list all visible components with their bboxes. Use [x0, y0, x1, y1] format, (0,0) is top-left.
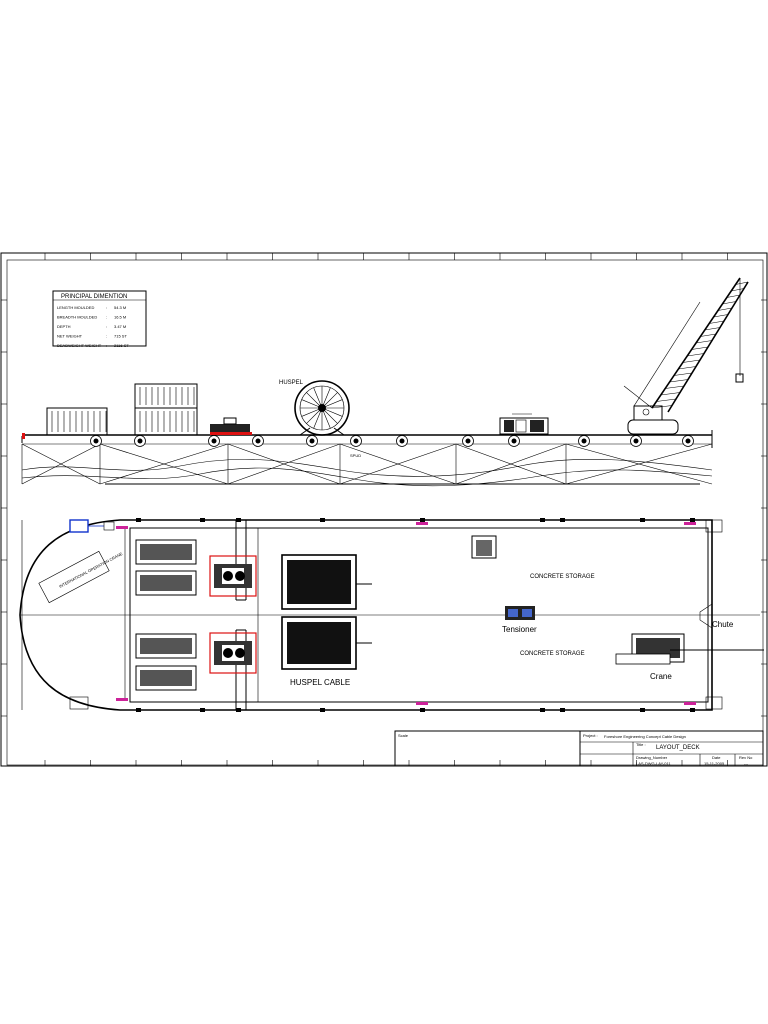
- edge-fitting: [640, 518, 645, 522]
- rail-tag: [416, 522, 428, 525]
- edge-fitting: [136, 708, 141, 712]
- principal-dimensions-title: PRINCIPAL DIMENTION: [61, 294, 127, 300]
- edge-fitting: [540, 708, 545, 712]
- revision-label: Rev No: [739, 755, 753, 760]
- pd-row-colon: :: [106, 324, 107, 329]
- edge-fitting: [236, 708, 241, 712]
- huspel-cable-label: HUSPEL CABLE: [290, 678, 350, 687]
- project-value: Foreshore Engineering Concept Cable Desi…: [604, 734, 686, 739]
- revision-value: ---: [744, 761, 749, 766]
- plan-chute: Chute: [699, 603, 734, 629]
- huspel-reel-plan-bottom: [281, 616, 372, 670]
- scale-label: Scale: [398, 733, 409, 738]
- bow-crane-label: INTERNATIONAL OPERATION CRANE: [58, 551, 123, 589]
- pd-row-label: LENGTH MOULDED: [57, 305, 94, 310]
- crawler-crane: [623, 277, 749, 435]
- pd-row-label: DEADWEIGHT WEIGHT: [57, 343, 102, 348]
- edge-fitting: [640, 708, 645, 712]
- date-label: Date: [712, 755, 721, 760]
- bollard-stern-bottom: [705, 696, 723, 710]
- plan-winch-bottom: [209, 632, 257, 674]
- edge-fitting: [236, 518, 241, 522]
- chute-label: Chute: [712, 620, 734, 629]
- drawing-number-label: Drawing_Number: [636, 755, 668, 760]
- pd-row-label: DEPTH: [57, 324, 71, 329]
- concrete-storage-label-2: CONCRETE STORAGE: [520, 651, 585, 657]
- pd-row-label: NET WEIGHT: [57, 334, 83, 339]
- huspel-label: HUSPEL: [279, 380, 304, 386]
- plan-containers: [135, 539, 197, 691]
- title-label: Title :: [636, 742, 646, 747]
- huspel-reel-plan-top: [281, 554, 372, 610]
- edge-fitting: [320, 518, 325, 522]
- date-value: 15-11-2005: [704, 761, 725, 766]
- rail-tag: [684, 702, 696, 705]
- profile-view: PRINCIPAL DIMENTION LENGTH MOULDED: 54.3 …: [21, 277, 749, 487]
- plan-tensioner: Tensioner: [502, 606, 537, 634]
- profile-deckhouse: [499, 413, 549, 435]
- pd-row-colon: :: [106, 343, 107, 348]
- pd-row-value: 2116 ST: [114, 343, 129, 348]
- concrete-storage-label-1: CONCRETE STORAGE: [530, 574, 595, 580]
- plan-crane: Crane: [615, 633, 764, 681]
- profile-container-left: [46, 407, 108, 436]
- edge-fitting: [420, 708, 425, 712]
- edge-fitting: [690, 518, 695, 522]
- rail-tag: [684, 522, 696, 525]
- drawing-frame: [0, 252, 768, 767]
- plan-winch-top: [209, 555, 257, 597]
- edge-fitting: [690, 708, 695, 712]
- pd-row-value: 3.47 M: [114, 324, 126, 329]
- pd-row-colon: :: [106, 334, 107, 339]
- plan-view: INTERNATIONAL OPERATION CRANE: [19, 518, 764, 712]
- hull-profile: [21, 430, 713, 487]
- pd-row-colon: :: [106, 315, 107, 320]
- bollard-bow-bottom: [69, 696, 89, 710]
- edge-fitting: [560, 518, 565, 522]
- edge-fitting: [320, 708, 325, 712]
- pd-row-colon: :: [106, 305, 107, 310]
- tensioner-label: Tensioner: [502, 625, 537, 634]
- profile-tensioner: [210, 417, 252, 435]
- edge-fitting: [200, 708, 205, 712]
- rail-tag: [116, 526, 128, 529]
- bollard-stern-top: [705, 519, 723, 533]
- profile-container-stack: [134, 383, 198, 436]
- spud-label: SPUD: [350, 453, 361, 458]
- rail-tag: [116, 698, 128, 701]
- edge-fitting: [200, 518, 205, 522]
- pd-row-value: 54.3 M: [114, 305, 126, 310]
- edge-fitting: [136, 518, 141, 522]
- pd-row-label: BREADTH MOULDED: [57, 315, 97, 320]
- title-block: Scale Project : Foreshore Engineering Co…: [394, 730, 764, 767]
- project-label: Project :: [583, 733, 598, 738]
- plan-deckhouse: [471, 535, 497, 559]
- title-value: LAYOUT_DECK: [656, 745, 700, 751]
- edge-fitting: [540, 518, 545, 522]
- principal-dimensions-table: PRINCIPAL DIMENTION LENGTH MOULDED: 54.3 …: [52, 290, 147, 348]
- bollard-bow-top: [69, 519, 115, 533]
- drawing-number-value: LAS-DWG-LAY-011: [636, 761, 671, 766]
- edge-fitting: [560, 708, 565, 712]
- huspel-reel: HUSPEL: [279, 380, 350, 436]
- rail-tag: [416, 702, 428, 705]
- edge-fitting: [420, 518, 425, 522]
- crane-label: Crane: [650, 672, 672, 681]
- pd-row-value: 715 ST: [114, 334, 127, 339]
- pd-row-value: 16.5 M: [114, 315, 126, 320]
